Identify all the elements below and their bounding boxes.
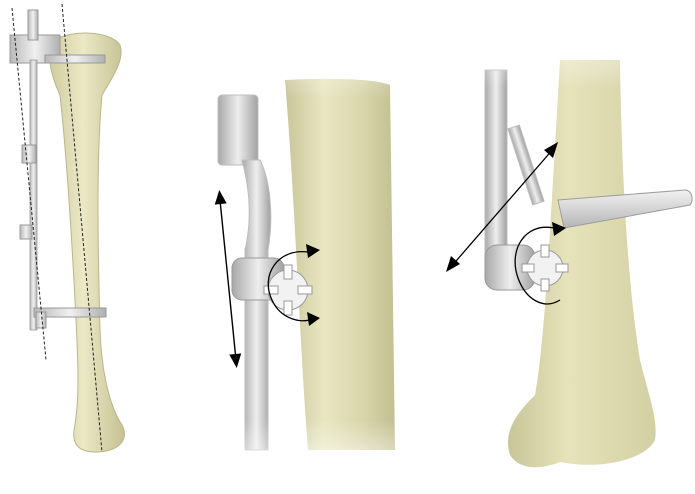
oblique-adjustment-illustration: [440, 0, 695, 494]
vertical-adjustment-illustration: [190, 0, 420, 494]
panel-vertical-adjustment-view: [190, 0, 420, 494]
panel-full-tibia-view: [0, 0, 160, 494]
full-tibia-illustration: [0, 0, 160, 494]
tibia-bone-icon: [50, 33, 125, 452]
panel-oblique-adjustment-view: [440, 0, 695, 494]
